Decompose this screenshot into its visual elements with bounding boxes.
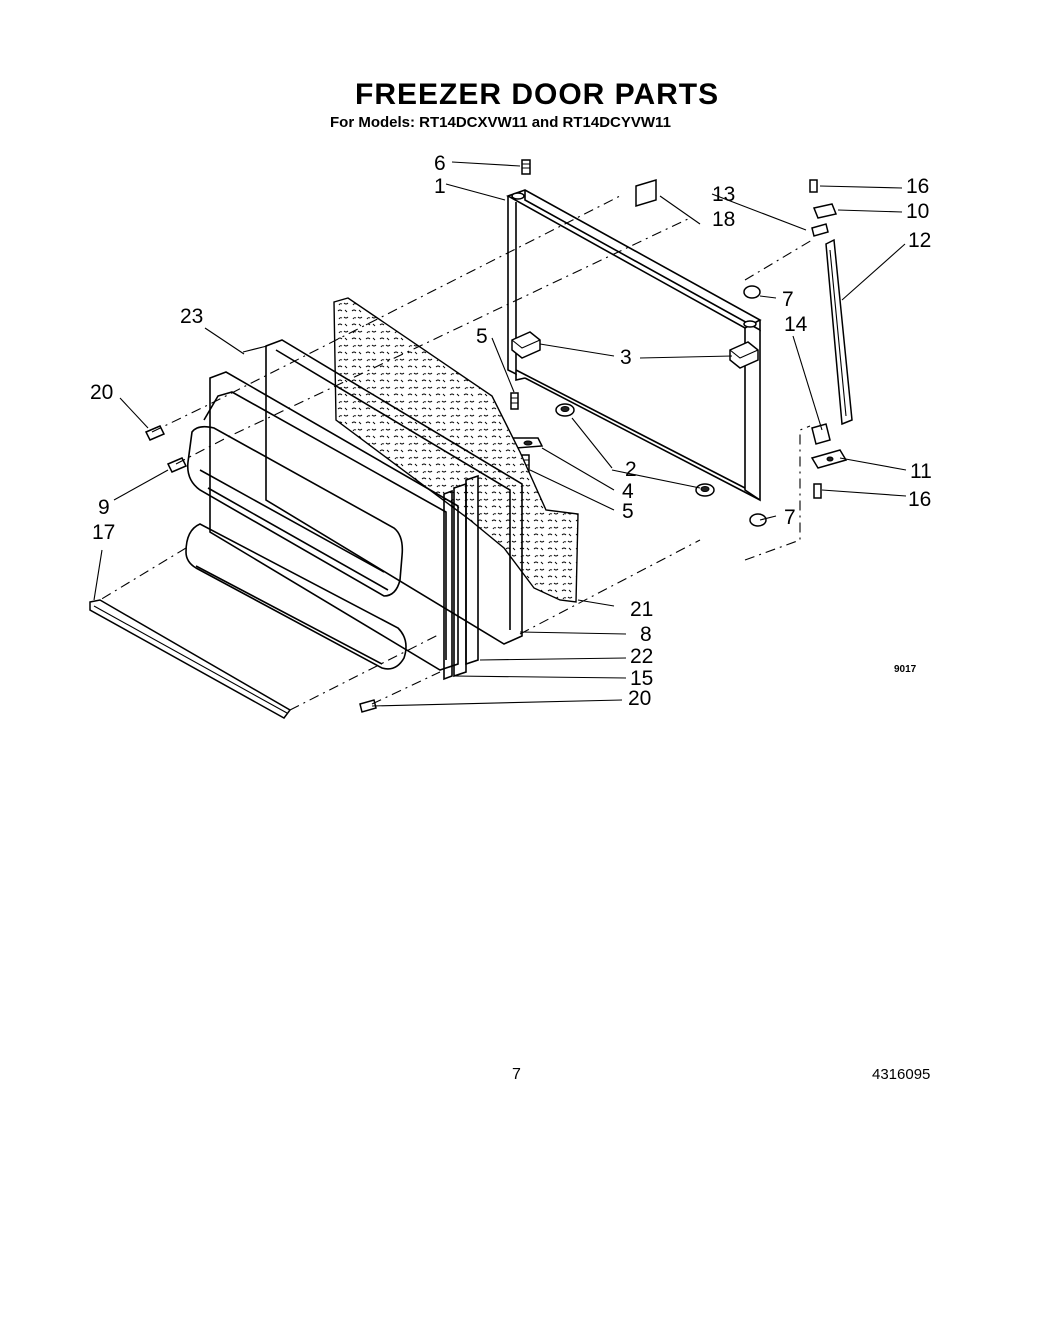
- door-gasket-part-23: [242, 339, 523, 645]
- callout-13: 13: [712, 183, 735, 206]
- screw-part-5-upper: [510, 392, 519, 410]
- callout-21: 21: [630, 598, 653, 621]
- screw-part-20-lower: [359, 699, 377, 713]
- callout-1: 1: [434, 175, 446, 198]
- document-number: 4316095: [872, 1066, 931, 1083]
- callout-8: 8: [640, 623, 652, 646]
- callout-2: 2: [625, 458, 637, 481]
- model-subtitle: For Models: RT14DCXVW11 and RT14DCYVW11: [330, 114, 671, 131]
- callout-6: 6: [434, 152, 446, 175]
- diagram-code: 9017: [894, 664, 917, 675]
- callout-5-upper: 5: [476, 325, 488, 348]
- clip-part-13: [811, 223, 829, 237]
- cap-part-7-lower: [749, 513, 767, 527]
- callout-20-lower: 20: [628, 687, 651, 710]
- hinge-bracket-left: [511, 331, 541, 359]
- callout-10: 10: [906, 200, 929, 223]
- door-frame-part: [506, 189, 762, 502]
- handle-base-part-11: [810, 449, 848, 469]
- handle-part-12: [825, 238, 853, 426]
- callout-9: 9: [98, 496, 110, 519]
- foam-insulation-part-21: [333, 297, 579, 603]
- callout-3: 3: [620, 346, 632, 369]
- callout-14: 14: [784, 313, 808, 336]
- handle-cap-part-10: [812, 203, 838, 219]
- screw-part-16-upper: [809, 179, 818, 193]
- label-part-18: [635, 178, 657, 208]
- callout-16-lower: 16: [908, 488, 931, 511]
- cap-part-7-upper: [743, 285, 761, 299]
- callout-7-lower: 7: [784, 506, 796, 529]
- callout-5-lower: 5: [622, 500, 634, 523]
- page-title: FREEZER DOOR PARTS: [355, 78, 720, 111]
- callout-11: 11: [910, 460, 932, 483]
- callout-15: 15: [630, 667, 653, 690]
- callout-7-upper: 7: [782, 288, 794, 311]
- callout-23: 23: [180, 305, 203, 328]
- trim-strip-part-17: [89, 599, 292, 719]
- callout-20-upper: 20: [90, 381, 113, 404]
- clip-part-14: [811, 423, 831, 445]
- door-liner-part-9: [185, 371, 459, 671]
- hinge-bracket-right: [729, 341, 759, 369]
- panel-parts: [443, 474, 479, 681]
- callout-4: 4: [622, 480, 634, 503]
- leader-lines: [93, 161, 907, 707]
- bumper-part-2a: [555, 403, 575, 417]
- callout-12: 12: [908, 229, 931, 252]
- screw-part-16-lower: [813, 483, 822, 499]
- screw-part-20-upper: [144, 425, 166, 441]
- callout-22: 22: [630, 645, 653, 668]
- callout-18: 18: [712, 208, 735, 231]
- screw-part-6: [521, 159, 531, 175]
- callout-16-upper: 16: [906, 175, 929, 198]
- callout-17: 17: [92, 521, 115, 544]
- bumper-part-2b: [695, 483, 715, 497]
- page-number: 7: [512, 1066, 521, 1083]
